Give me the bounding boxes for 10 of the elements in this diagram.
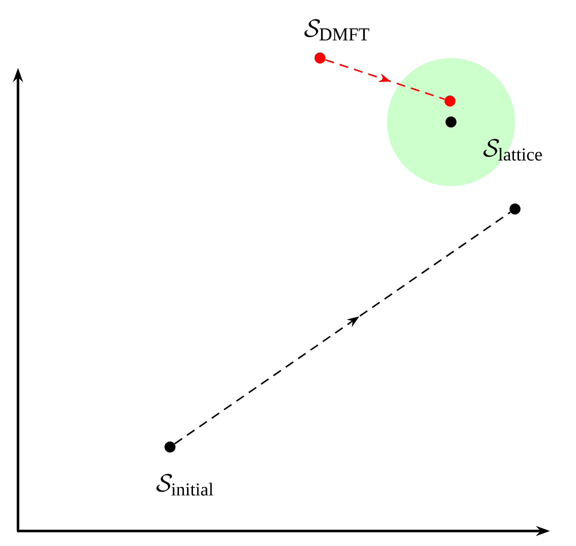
point-label: $\mathcal{S}_{\mathrm{DMFT}}$ <box>304 19 370 40</box>
point-label: $\mathcal{S}_{\mathrm{initial}}$ <box>156 474 214 496</box>
point-dot <box>444 96 456 106</box>
dashed-arrow <box>174 212 511 444</box>
point-dot <box>164 442 176 452</box>
point-dot <box>510 204 520 214</box>
point-dot <box>446 116 456 128</box>
point-label: $\mathcal{S}_{\mathrm{lattice}}$ <box>483 138 542 161</box>
point-dot <box>314 52 326 64</box>
dashed-arrow <box>325 59 445 100</box>
